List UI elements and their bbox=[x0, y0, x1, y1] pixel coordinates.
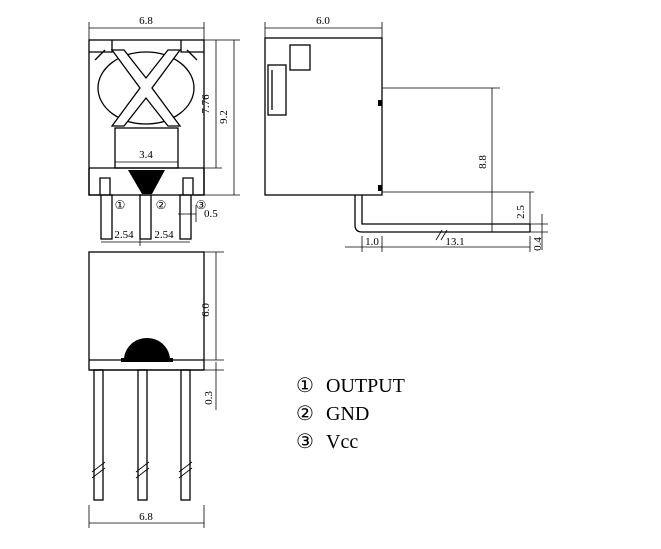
bottom-view: 6.0 0.3 6.8 bbox=[88, 251, 224, 528]
pin-legend: ① OUTPUT ② GND ③ Vcc bbox=[296, 375, 405, 453]
sensor-dome bbox=[124, 338, 170, 360]
side-height-label: 8.8 bbox=[477, 155, 489, 169]
lead-height-label: 2.5 bbox=[515, 205, 527, 219]
lead-length-label: 13.1 bbox=[445, 236, 464, 248]
side-view: 6.0 8.8 2.5 0.4 1.0 13.1 bbox=[264, 15, 548, 252]
legend-label-output: OUTPUT bbox=[326, 375, 405, 397]
bottom-width-label: 6.8 bbox=[139, 511, 153, 523]
legend-symbol-3: ③ bbox=[296, 431, 314, 453]
pitch-left-label: 2.54 bbox=[114, 229, 134, 241]
sensor-chip bbox=[128, 170, 165, 194]
legend-symbol-2: ② bbox=[296, 403, 314, 425]
legend-label-vcc: Vcc bbox=[326, 431, 358, 453]
front-view: 6.8 3.4 ① ② ③ bbox=[88, 15, 240, 246]
pin-label-1: ① bbox=[115, 198, 126, 212]
offset-label: 1.0 bbox=[365, 236, 379, 248]
inner-width-label: 3.4 bbox=[139, 149, 153, 161]
pin-label-2: ② bbox=[156, 198, 167, 212]
total-height-label: 9.2 bbox=[218, 110, 230, 124]
pitch-right-label: 2.54 bbox=[154, 229, 174, 241]
legend-label-gnd: GND bbox=[326, 403, 369, 425]
lead-offset-label: 0.5 bbox=[204, 208, 218, 220]
front-width-label: 6.8 bbox=[139, 15, 153, 27]
side-width-label: 6.0 bbox=[316, 15, 330, 27]
lead-step-label: 0.3 bbox=[203, 391, 215, 405]
body-height-label: 7.76 bbox=[200, 94, 212, 114]
pin-label-3: ③ bbox=[196, 198, 207, 212]
bottom-height-label: 6.0 bbox=[200, 303, 212, 317]
lead-thickness-label: 0.4 bbox=[532, 237, 544, 251]
lens-window bbox=[94, 49, 198, 127]
legend-symbol-1: ① bbox=[296, 375, 314, 397]
